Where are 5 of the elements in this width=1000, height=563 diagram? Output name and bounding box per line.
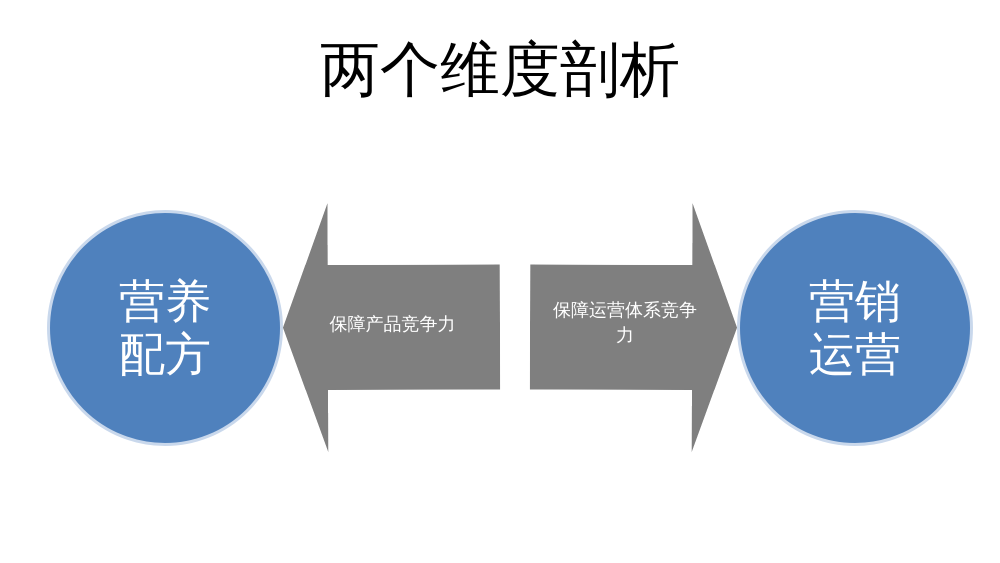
title: 两个维度剖析 xyxy=(320,35,680,105)
node-label: 营养配方 xyxy=(118,275,212,381)
block-arrow xyxy=(530,202,737,452)
block-arrow xyxy=(283,202,500,453)
node-label: 营销运营 xyxy=(808,275,902,381)
